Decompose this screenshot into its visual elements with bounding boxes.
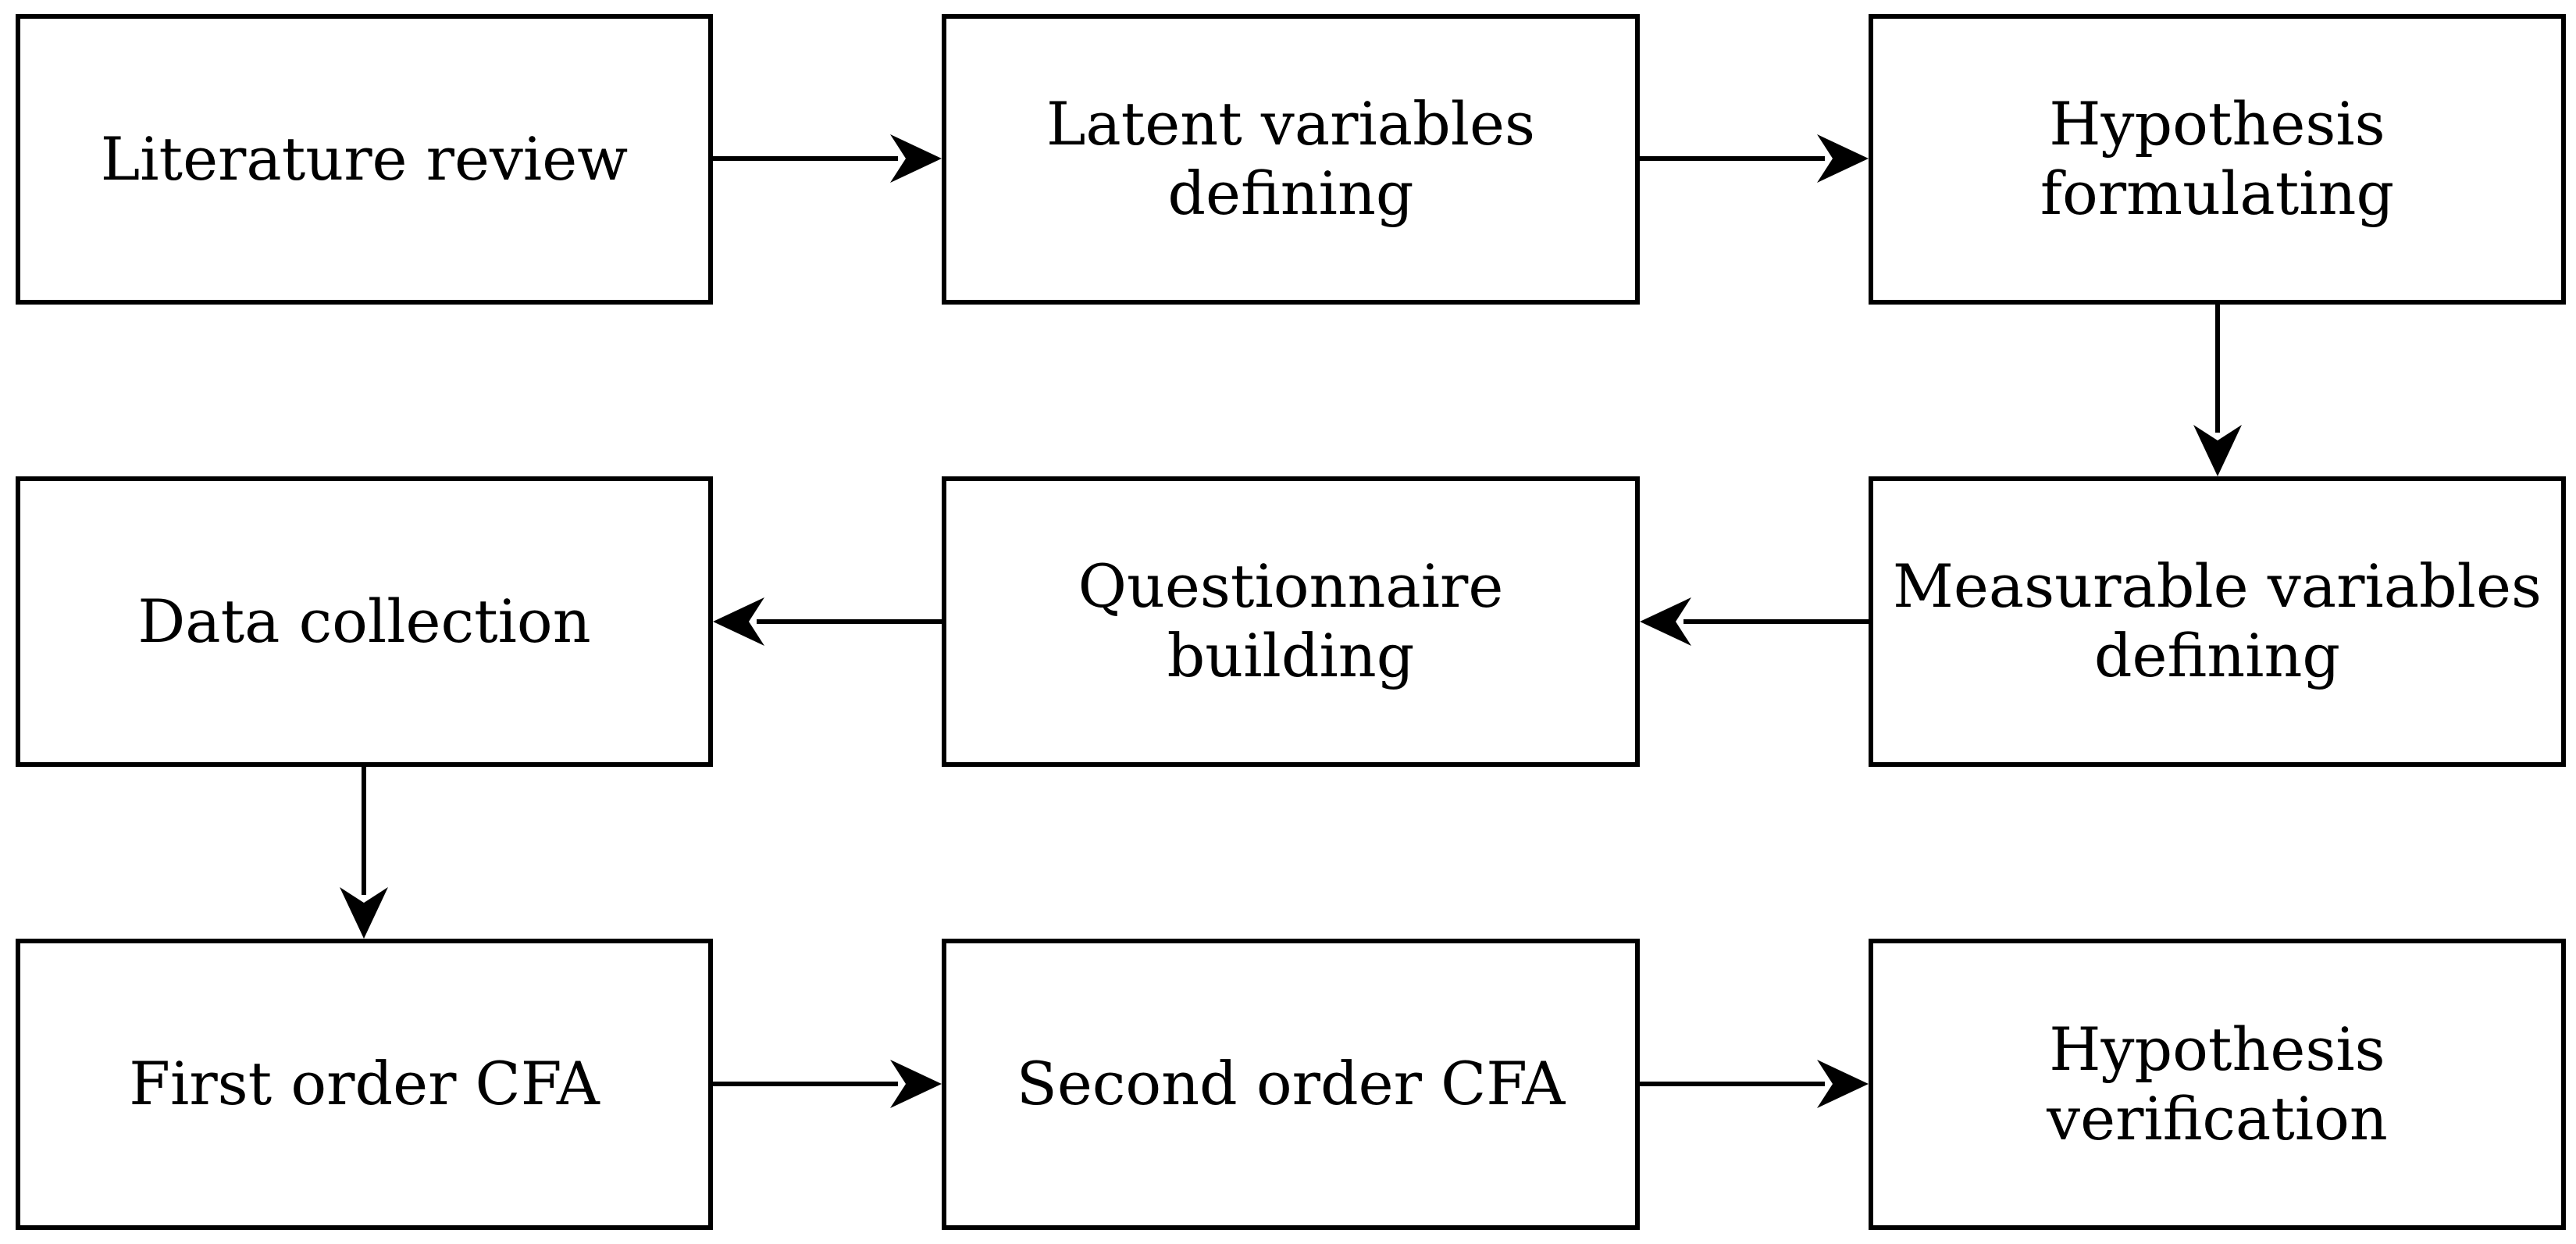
arrow-literature-to-latent [713,134,942,183]
box-label: Hypothesis verification [2047,1014,2388,1153]
box-label: Literature review [100,123,629,194]
box-hypothesis-formulating: Hypothesis formulating [1869,14,2566,305]
box-questionnaire-building: Questionnaire building [942,476,1640,767]
arrow-hypothesis-to-measurable [2193,305,2242,476]
arrow-questionnaire-to-data [713,597,942,646]
box-label: First order CFA [129,1049,600,1119]
box-label: Questionnaire building [1078,551,1504,690]
box-measurable-variables-defining: Measurable variables defining [1869,476,2566,767]
box-data-collection: Data collection [16,476,713,767]
box-label: Data collection [137,586,591,656]
box-label: Measurable variables defining [1893,551,2542,690]
arrow-first-cfa-to-second-cfa [713,1060,942,1108]
box-latent-variables-defining: Latent variables defining [942,14,1640,305]
box-second-order-cfa: Second order CFA [942,939,1640,1230]
box-hypothesis-verification: Hypothesis verification [1869,939,2566,1230]
arrow-measurable-to-questionnaire [1640,597,1869,646]
arrow-latent-to-hypothesis [1640,134,1869,183]
box-first-order-cfa: First order CFA [16,939,713,1230]
box-literature-review: Literature review [16,14,713,305]
box-label: Second order CFA [1016,1049,1566,1119]
arrow-second-cfa-to-verification [1640,1060,1869,1108]
arrow-data-to-first-cfa [340,767,388,939]
box-label: Hypothesis formulating [2040,89,2395,228]
box-label: Latent variables defining [1046,89,1536,228]
